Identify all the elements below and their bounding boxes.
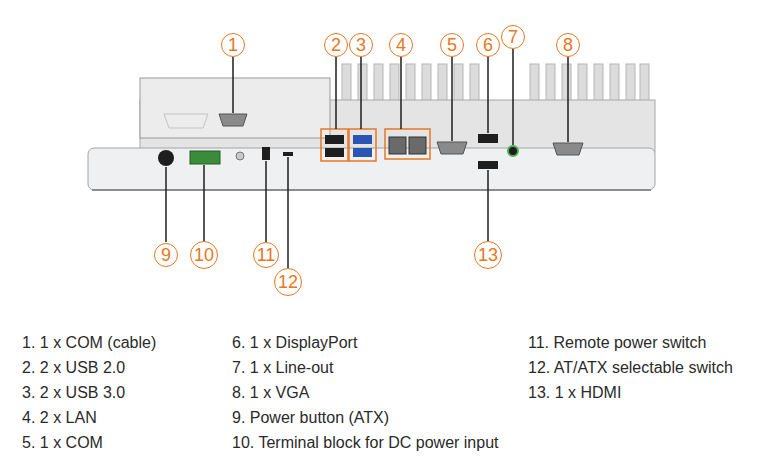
port-description: 1. 1 x COM (cable): [22, 334, 156, 352]
callout-circle: 12: [274, 268, 302, 296]
port-description: 6. 1 x DisplayPort: [232, 334, 357, 352]
callout-circle: 1: [221, 33, 245, 57]
callout-circle: 2: [324, 33, 348, 57]
callout-number: 7: [508, 28, 518, 46]
option-com-cutout: [164, 114, 208, 128]
remote-switch: [262, 147, 270, 160]
at-atx-switch: [283, 152, 293, 156]
leader-lines: [166, 49, 568, 269]
port-description: 7. 1 x Line-out: [232, 359, 333, 377]
usb2-port: [325, 148, 344, 157]
port-description: 12. AT/ATX selectable switch: [528, 359, 733, 377]
heatsink-fins: [342, 64, 649, 104]
callout-circle: 11: [253, 242, 280, 269]
port-description: 11. Remote power switch: [528, 334, 706, 352]
callout-number: 11: [257, 246, 276, 264]
callout-number: 9: [161, 246, 171, 264]
vga-connector: [553, 143, 583, 155]
port-description: 8. 1 x VGA: [232, 384, 309, 402]
port-description: 4. 2 x LAN: [22, 409, 97, 427]
power-button: [158, 150, 174, 166]
usb3-port: [353, 148, 372, 157]
ground-screw: [236, 152, 244, 160]
line-out-jack: [508, 146, 518, 156]
displayport: [478, 134, 498, 143]
port-description: 10. Terminal block for DC power input: [232, 434, 499, 452]
callout-number: 12: [278, 273, 298, 291]
port-brackets: [321, 129, 430, 161]
callout-circle: 7: [501, 25, 525, 49]
callout-number: 13: [478, 246, 498, 264]
com-connector: [437, 142, 467, 154]
callout-circle: 10: [190, 241, 218, 269]
callout-circle: 13: [474, 241, 502, 269]
hdmi-port: [478, 161, 498, 169]
usb3-port: [353, 135, 372, 144]
callout-circle: 8: [556, 33, 580, 57]
lan-port: [409, 137, 426, 154]
callout-circle: 9: [154, 243, 178, 267]
usb2-port: [325, 135, 344, 144]
option-plate: [140, 78, 330, 138]
callout-number: 10: [194, 246, 214, 264]
callout-number: 4: [396, 36, 406, 54]
callout-number: 3: [356, 36, 366, 54]
callout-circle: 5: [440, 33, 464, 57]
com-connector: [219, 114, 247, 126]
callout-number: 6: [483, 36, 493, 54]
port-description: 13. 1 x HDMI: [528, 384, 621, 402]
port-description: 3. 2 x USB 3.0: [22, 384, 125, 402]
port-description: 9. Power button (ATX): [232, 409, 389, 427]
callout-circle: 3: [349, 33, 373, 57]
callout-circle: 4: [389, 33, 413, 57]
callout-number: 2: [331, 36, 341, 54]
bezel-edge: [92, 189, 651, 191]
port-description: 5. 1 x COM: [22, 434, 103, 452]
callout-circle: 6: [476, 33, 500, 57]
terminal-block: [190, 151, 220, 164]
port-description: 2. 2 x USB 2.0: [22, 359, 125, 377]
callout-number: 1: [228, 36, 238, 54]
callout-number: 5: [447, 36, 457, 54]
lan-port: [389, 137, 406, 154]
callout-number: 8: [563, 36, 573, 54]
